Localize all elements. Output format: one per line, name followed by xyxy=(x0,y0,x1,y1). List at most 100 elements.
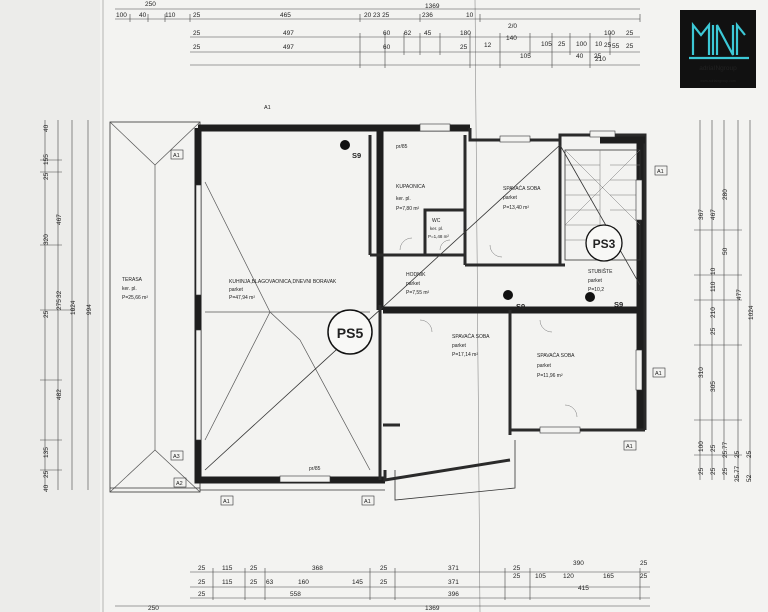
bottom-dim: 120 xyxy=(563,573,574,580)
right-dim: 100 xyxy=(698,441,705,452)
bottom-dim: 25 xyxy=(198,591,206,598)
tag-a1: A1 xyxy=(264,105,271,111)
right-dim: 25 xyxy=(710,444,717,452)
right-dim: 25 xyxy=(722,467,729,475)
left-dim: 994 xyxy=(86,304,93,315)
top-dim: 25 xyxy=(558,41,566,48)
bottom-dim: 115 xyxy=(222,579,233,586)
room-name-bedroom-2: SPAVAĆA SOBA xyxy=(452,333,490,340)
top-dim: 100 xyxy=(576,41,587,48)
top-dim: 25 xyxy=(460,44,468,51)
bottom-dim: 25 xyxy=(513,565,521,572)
top-dim: 25 xyxy=(626,30,634,37)
bottom-dim: 25 xyxy=(250,579,258,586)
bottom-dim: 160 xyxy=(298,579,309,586)
right-dim: 25 xyxy=(710,467,717,475)
room-area-hallway: P=7,55 m² xyxy=(406,290,430,296)
room-area-staircase: P=10,2 xyxy=(588,287,604,293)
top-dim: 465 xyxy=(280,12,291,19)
left-dim: 40 xyxy=(43,124,50,132)
logo-url-text: www.adriaingroup.com xyxy=(700,79,735,83)
right-dim: 25.77 xyxy=(734,465,741,482)
top-dim: 25 xyxy=(193,30,201,37)
bottom-dim: 558 xyxy=(290,591,301,598)
left-dim: 25 xyxy=(43,172,50,180)
windows xyxy=(195,123,643,483)
left-dimension-lines: 40 155 25 320 25 135 25 40 467 275 32 48… xyxy=(40,120,93,492)
right-dim: 25.77 xyxy=(722,441,729,458)
left-dim: 25 xyxy=(43,310,50,318)
room-name-bedroom-1: SPAVAĆA SOBA xyxy=(503,185,541,192)
bottom-dim: 25 xyxy=(640,560,648,567)
top-dim: 110 xyxy=(165,12,176,19)
top-dim: 236 xyxy=(422,12,433,19)
right-dim: 25 xyxy=(746,450,753,458)
top-dim: 62 xyxy=(404,30,412,37)
top-dim: 180 xyxy=(460,30,471,37)
tag-a3: A3 xyxy=(173,454,180,460)
tag-s9: S9 xyxy=(352,151,361,160)
room-name-staircase: STUBIŠTE xyxy=(588,268,613,275)
bottom-dim: 115 xyxy=(222,565,233,572)
logo-brand-text: adriaINgroup xyxy=(699,65,737,72)
bottom-dim: 25 xyxy=(513,573,521,580)
top-dim: 25 xyxy=(594,53,602,60)
installation-points xyxy=(340,140,595,302)
top-dim: 10 xyxy=(466,12,474,19)
bottom-dim: 25 xyxy=(250,565,258,572)
tag-a1: A1 xyxy=(223,499,230,505)
balcony xyxy=(110,440,516,501)
bottom-dim-total-left: 250 xyxy=(148,605,159,612)
top-dim: 497 xyxy=(283,30,294,37)
right-dim: 210 xyxy=(710,307,717,318)
room-floor-terrace: ker. pl. xyxy=(122,286,137,292)
right-dim: 367 xyxy=(698,209,705,220)
room-floor-hallway: parket xyxy=(406,281,421,287)
room-area-terrace: P=25,66 m² xyxy=(122,295,148,301)
top-dim: 55 xyxy=(612,43,620,50)
bottom-dim: 145 xyxy=(352,579,363,586)
bottom-dim: 25 xyxy=(380,579,388,586)
tag-a1: A1 xyxy=(364,499,371,505)
top-dim: 25 xyxy=(193,12,201,19)
left-dim: 482 xyxy=(56,389,63,400)
room-area-bedroom-3: P=11,96 m² xyxy=(537,373,563,379)
room-floor-bedroom-3: parket xyxy=(537,363,552,369)
room-area-bedroom-1: P=13,40 m² xyxy=(503,205,529,211)
room-name-bathroom: KUPAONICA xyxy=(396,184,426,190)
room-floor-bathroom: ker. pl. xyxy=(396,196,411,202)
right-dim: 25 xyxy=(710,327,717,335)
right-dim: 305 xyxy=(710,381,717,392)
top-dim: 60 xyxy=(383,44,391,51)
left-dim: 320 xyxy=(43,234,50,245)
room-name-living: KUHINJA,BLAGOVAONICA,DNEVNI BORAVAK xyxy=(229,279,337,285)
paper-margin xyxy=(0,0,100,612)
right-dim: 1024 xyxy=(748,305,755,320)
top-dim: 210 xyxy=(595,56,606,63)
tag-pbs: pr/85 xyxy=(396,144,408,150)
bottom-dim: 25 xyxy=(640,573,648,580)
bottom-dim: 165 xyxy=(603,573,614,580)
tag-a1: A1 xyxy=(657,169,664,175)
tag-s9: S9 xyxy=(614,300,623,309)
top-dim-total: 1369 xyxy=(425,3,440,10)
bottom-dim: 390 xyxy=(573,560,584,567)
tag-s9: S9 xyxy=(516,302,525,311)
logo-mark-icon xyxy=(689,21,749,60)
room-floor-bedroom-1: parket xyxy=(503,195,518,201)
top-dim: 100 xyxy=(604,30,615,37)
top-dim: 40 xyxy=(139,12,147,19)
top-dim: 105 xyxy=(520,53,531,60)
top-dim: 20 23 25 xyxy=(364,12,390,19)
right-dim: 25 xyxy=(698,467,705,475)
right-dim: 50 xyxy=(722,247,729,255)
door-swings xyxy=(399,237,578,418)
top-dim: 60 xyxy=(383,30,391,37)
section-label-ps3: PS3 xyxy=(593,237,616,251)
left-dim: 25 xyxy=(43,470,50,478)
left-dim: 467 xyxy=(56,214,63,225)
right-dimension-lines: 367 280 50 10 110 210 25 310 305 100 25 … xyxy=(694,120,755,482)
top-dim: 25 xyxy=(604,42,612,49)
axis-tags: A1 A3 A1 A1 A1 A1 A1 A1 A2 pr/85 pr/85 xyxy=(170,105,668,506)
room-floor-living: parket xyxy=(229,287,244,293)
